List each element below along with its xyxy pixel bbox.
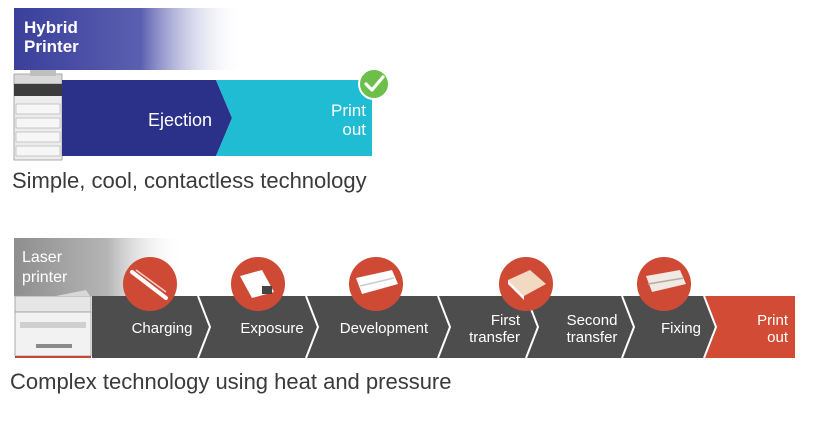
laser-step-development-label: Development xyxy=(340,320,429,337)
laser-step-second-transfer-label1: Second xyxy=(567,312,618,329)
development-icon xyxy=(349,257,403,311)
laser-step-first-transfer-label1: First xyxy=(491,312,521,329)
hybrid-step-print-out xyxy=(216,80,372,156)
laser-step-exposure-label: Exposure xyxy=(240,320,303,337)
laser-badge-line1: Laser xyxy=(22,249,63,266)
hybrid-badge-line2: Printer xyxy=(24,37,79,56)
hybrid-step-ejection xyxy=(62,80,232,156)
laser-step-first-transfer-label2: transfer xyxy=(469,329,520,346)
laser-step-development xyxy=(306,296,450,358)
laser-step-second-transfer xyxy=(526,296,634,358)
laser-printer-image xyxy=(14,290,92,358)
hybrid-badge-line1: Hybrid xyxy=(24,18,78,37)
check-icon xyxy=(358,68,390,100)
laser-step-fixing-label: Fixing xyxy=(661,320,701,337)
hybrid-step-ejection-label: Ejection xyxy=(148,110,212,130)
exposure-icon xyxy=(231,257,285,311)
laser-caption: Complex technology using heat and pressu… xyxy=(10,369,452,394)
laser-step-charging xyxy=(92,296,210,358)
laser-step-charging-label: Charging xyxy=(132,320,193,337)
laser-step-print-out-label2: out xyxy=(767,329,789,346)
fixing-icon xyxy=(637,257,691,311)
laser-step-first-transfer xyxy=(438,296,538,358)
laser-step-exposure xyxy=(198,296,318,358)
first-transfer-icon xyxy=(499,257,553,311)
hybrid-step-print-out-label2: out xyxy=(342,120,366,139)
hybrid-step-print-out-label1: Print xyxy=(331,101,366,120)
charging-icon xyxy=(123,257,177,311)
laser-step-fixing xyxy=(622,296,716,358)
hybrid-printer-image xyxy=(13,70,63,161)
hybrid-badge xyxy=(14,8,244,70)
laser-step-print-out xyxy=(704,296,795,358)
laser-step-print-out-label1: Print xyxy=(757,312,789,329)
laser-badge-line2: printer xyxy=(22,269,68,286)
laser-step-second-transfer-label2: transfer xyxy=(567,329,618,346)
hybrid-caption: Simple, cool, contactless technology xyxy=(12,168,367,193)
